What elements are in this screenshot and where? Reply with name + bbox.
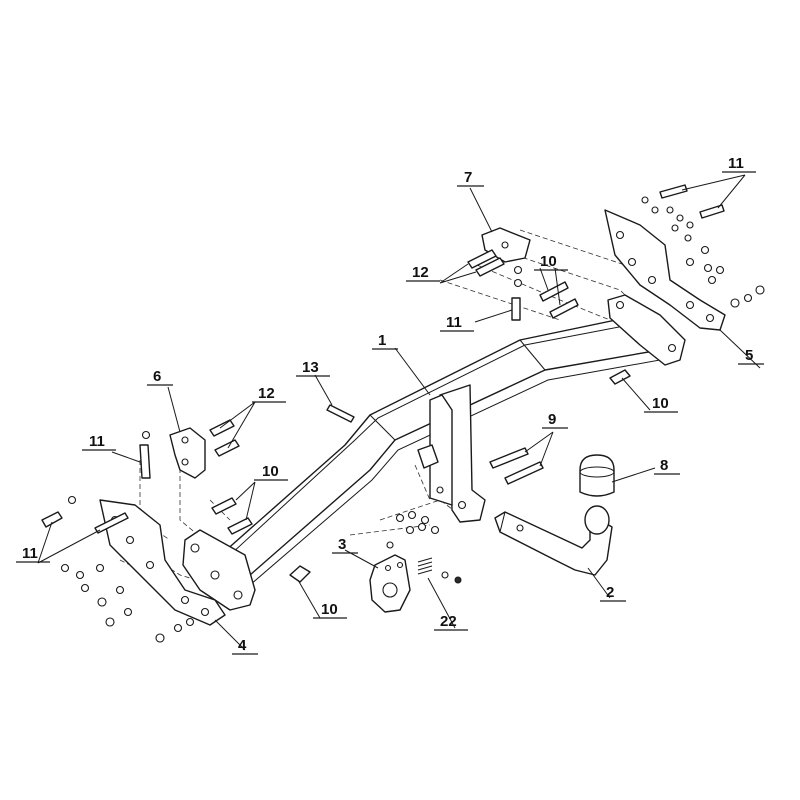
- callout-3: 3: [338, 536, 346, 553]
- callout-4: 4: [238, 637, 247, 654]
- callout-13: 13: [302, 359, 319, 376]
- socket-plate-part-3: [369, 554, 411, 613]
- callout-10-mid: 10: [540, 253, 557, 270]
- crossbar-right-plate: [607, 294, 686, 366]
- washer-nut-clusters: [60, 196, 765, 643]
- callout-8: 8: [660, 457, 668, 474]
- callout-10-bottom: 10: [321, 601, 338, 618]
- callout-11-mid: 11: [446, 314, 462, 331]
- spring-part-22: [417, 557, 462, 584]
- center-vertical-bracket: [429, 384, 486, 523]
- towball-neck-part-2: [494, 505, 613, 576]
- callout-2: 2: [606, 584, 614, 601]
- callout-10-left: 10: [262, 463, 279, 480]
- callout-22: 22: [440, 613, 457, 630]
- ball-cover-part-8: [579, 454, 615, 497]
- callout-11-left-bottom: 11: [22, 545, 38, 562]
- callout-11-top-right: 11: [728, 155, 744, 172]
- callout-7: 7: [464, 169, 472, 186]
- callout-12-left: 12: [258, 385, 275, 402]
- callout-1: 1: [378, 332, 386, 349]
- callout-9: 9: [548, 411, 556, 428]
- spacer-block: [417, 444, 439, 469]
- callout-6: 6: [153, 368, 161, 385]
- callout-12-top: 12: [412, 264, 429, 281]
- callout-11-left-top: 11: [89, 433, 105, 450]
- callout-10-right: 10: [652, 395, 669, 412]
- callout-leaders: [37, 174, 761, 651]
- side-bracket-part-5: [604, 209, 726, 331]
- callout-labels: 1 2 3 4 5 6 7 8 9 10 10 10 10 11 11 11 1: [16, 155, 764, 655]
- bracket-part-6: [169, 427, 206, 479]
- callout-5: 5: [745, 347, 753, 364]
- bolt-set: [41, 184, 725, 583]
- crossbar-left-plate: [182, 529, 256, 611]
